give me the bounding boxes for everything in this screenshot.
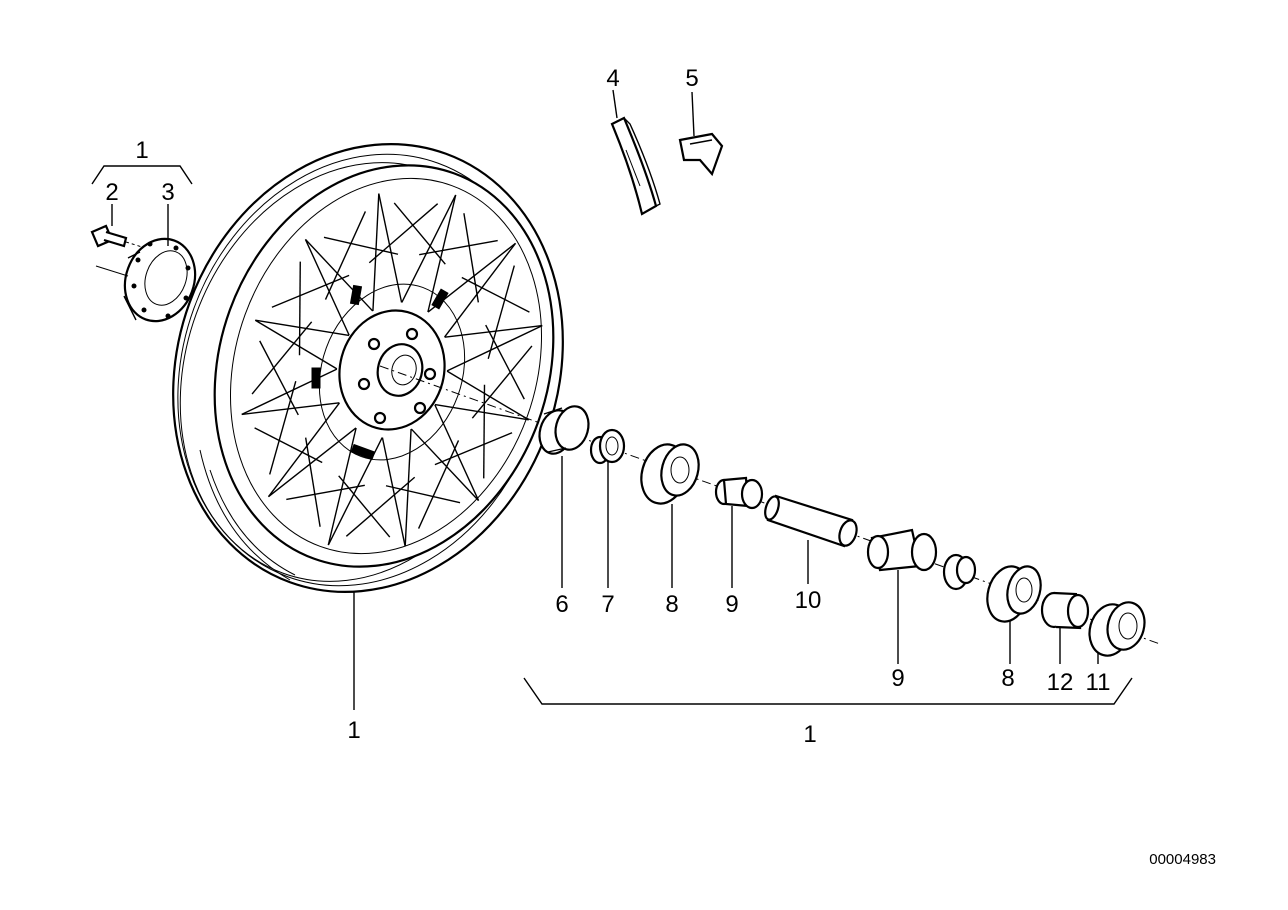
balance-weight-b[interactable] bbox=[678, 132, 724, 177]
wheel[interactable] bbox=[111, 89, 624, 647]
spoke bbox=[381, 437, 406, 547]
spoke bbox=[345, 476, 416, 537]
spoke bbox=[463, 213, 480, 303]
spoke bbox=[368, 203, 439, 264]
spoke bbox=[251, 321, 313, 395]
spoke bbox=[461, 276, 530, 313]
spoke bbox=[446, 370, 530, 421]
label-wheel-assembly-bottom: 1 bbox=[803, 721, 816, 748]
label-spacer-bush: 7 bbox=[601, 591, 614, 618]
label-flange: 3 bbox=[161, 179, 174, 206]
spoke bbox=[271, 274, 350, 308]
label-wheel-assembly-top: 1 bbox=[135, 137, 148, 164]
spoke bbox=[267, 402, 340, 498]
spoke bbox=[487, 265, 515, 359]
label-ball-bearing-right: 8 bbox=[1001, 665, 1014, 692]
spoke bbox=[483, 384, 486, 479]
spoke bbox=[419, 239, 498, 256]
seal-right[interactable] bbox=[1084, 598, 1150, 660]
spoke bbox=[434, 432, 513, 466]
spoke bbox=[444, 324, 543, 338]
spoke bbox=[327, 427, 357, 546]
spoke bbox=[434, 404, 480, 501]
ball-bearing-right[interactable] bbox=[981, 562, 1045, 626]
label-spacer-right: 12 bbox=[1047, 669, 1074, 696]
bolt[interactable] bbox=[90, 224, 143, 248]
spoke bbox=[286, 484, 365, 501]
reference-number: 00004983 bbox=[1149, 851, 1216, 868]
spoke bbox=[255, 319, 350, 337]
spacer-bush[interactable] bbox=[589, 428, 626, 465]
label-ball-bearing-left: 8 bbox=[665, 591, 678, 618]
spoke bbox=[298, 261, 301, 356]
flange[interactable] bbox=[95, 229, 206, 331]
label-spacer-tube: 10 bbox=[795, 587, 822, 614]
spacer-right[interactable] bbox=[1040, 591, 1090, 630]
spacer-tube[interactable] bbox=[763, 494, 860, 548]
spoke bbox=[323, 236, 399, 255]
label-hub-sleeve-right: 9 bbox=[891, 665, 904, 692]
spoke bbox=[304, 437, 321, 527]
spoke bbox=[254, 427, 323, 464]
ball-bearing-left[interactable] bbox=[635, 439, 704, 508]
label-hub-sleeve-left: 9 bbox=[725, 591, 738, 618]
spoke bbox=[404, 429, 412, 547]
label-seal-ring: 6 bbox=[555, 591, 568, 618]
spoke bbox=[304, 238, 374, 312]
label-wheel: 1 bbox=[347, 717, 360, 744]
hub-sleeve-left[interactable] bbox=[714, 476, 764, 510]
spoke bbox=[254, 319, 338, 370]
label-seal-right: 11 bbox=[1086, 669, 1111, 696]
spoke bbox=[304, 239, 350, 336]
spoke bbox=[259, 340, 299, 416]
spacer-small bbox=[942, 553, 977, 591]
spoke bbox=[324, 211, 367, 300]
spoke bbox=[385, 485, 461, 504]
spoke bbox=[241, 402, 340, 416]
label-balance-weight-b: 5 bbox=[685, 65, 698, 92]
label-bolt: 2 bbox=[105, 179, 118, 206]
spoke bbox=[338, 475, 391, 538]
spoke bbox=[427, 194, 457, 313]
leader-lines bbox=[91, 89, 1133, 710]
hub-sleeve-right[interactable] bbox=[866, 528, 938, 572]
spoke bbox=[446, 324, 543, 372]
spoke bbox=[269, 381, 297, 475]
spoke bbox=[471, 345, 533, 419]
spoke bbox=[372, 193, 380, 311]
spoke bbox=[410, 428, 480, 502]
spoke bbox=[378, 193, 403, 303]
spoke bbox=[401, 194, 457, 303]
spoke bbox=[393, 202, 446, 265]
spoke bbox=[268, 427, 357, 498]
spoke bbox=[485, 324, 525, 400]
seal-ring[interactable] bbox=[535, 403, 593, 458]
balance-weight-a[interactable] bbox=[610, 116, 661, 216]
spoke bbox=[417, 440, 460, 529]
spoke bbox=[434, 403, 529, 421]
spoke bbox=[444, 242, 517, 338]
label-balance-weight-a: 4 bbox=[606, 65, 619, 92]
spoke bbox=[241, 368, 338, 416]
